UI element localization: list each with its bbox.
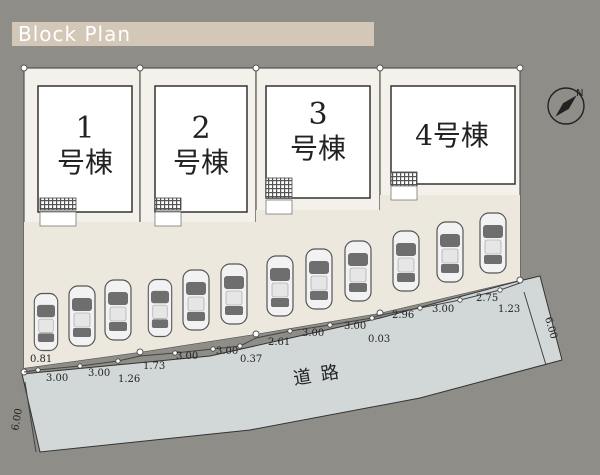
car-lot1-b — [68, 285, 96, 347]
lot-2-number: 2 — [191, 111, 210, 146]
dim-lot4-seg2: 2.75 — [476, 293, 498, 304]
dim-lot3-seg2: 3.00 — [344, 321, 366, 332]
compass-label: N — [576, 88, 583, 99]
lot-1-number: 1 — [75, 111, 94, 146]
car-lot1-c — [104, 279, 132, 341]
car-lot3-c — [344, 240, 372, 302]
dim-lot1-seg3: 1.26 — [118, 374, 140, 385]
frontage-dimension-line — [23, 282, 521, 373]
porch-step-2 — [154, 211, 182, 227]
compass-icon: N — [547, 87, 585, 125]
road-width-left: 6.00 — [10, 408, 25, 432]
lot-2-label: 号棟 — [173, 146, 229, 179]
dim-lot3-seg0: 2.61 — [268, 337, 290, 348]
title-bar — [12, 22, 374, 46]
dim-lot1-seg2: 3.00 — [88, 368, 110, 379]
frontage-ticks — [35, 287, 503, 373]
porch-grate-1 — [39, 197, 77, 211]
car-lot1-a — [33, 292, 59, 352]
road — [21, 275, 563, 453]
car-lot3-a — [266, 255, 294, 317]
page-title: Block Plan — [18, 22, 131, 46]
car-lot2-a — [147, 278, 173, 338]
porch-step-4 — [390, 185, 418, 201]
porch-grate-2 — [154, 197, 182, 211]
dim-lot4-seg1: 3.00 — [432, 304, 454, 315]
car-lot3-b — [305, 248, 333, 310]
lot-4-number-label: 4号棟 — [415, 119, 489, 152]
dim-lot1-side: 0.81 — [30, 354, 52, 365]
car-lot2-b — [182, 269, 210, 331]
road-width-right-line — [523, 291, 547, 366]
lot-4-number: 4 — [415, 119, 433, 152]
road-width-left-line — [24, 381, 37, 453]
porch-grate-3 — [265, 177, 293, 199]
dim-lot3-seg3: 0.03 — [368, 334, 390, 345]
lot-4-label: 号棟 — [433, 119, 489, 152]
house-2 — [154, 85, 248, 213]
car-lot4-b — [436, 221, 464, 283]
porch-step-3 — [265, 199, 293, 215]
car-lot2-c — [220, 263, 248, 325]
house-1 — [37, 85, 133, 213]
dim-lot4-seg0: 2.96 — [392, 310, 414, 321]
dim-lot2-seg3: 0.37 — [240, 354, 262, 365]
dim-lot4-seg3: 1.23 — [498, 304, 520, 315]
dim-lot1-seg1: 3.00 — [46, 373, 68, 384]
lot-corner-markers — [20, 64, 524, 376]
car-lot4-c — [479, 212, 507, 274]
lot-3-number: 3 — [308, 97, 327, 132]
lot-3-label: 号棟 — [290, 132, 346, 165]
dim-lot2-seg2: 3.00 — [216, 346, 238, 357]
house-4 — [390, 85, 516, 185]
lot-1-label: 号棟 — [57, 146, 113, 179]
porch-step-1 — [39, 211, 77, 227]
dim-lot2-seg1: 3.00 — [176, 351, 198, 362]
dim-lot3-seg1: 3.00 — [302, 328, 324, 339]
dim-lot2-seg0: 1.73 — [143, 361, 165, 372]
porch-grate-4 — [390, 171, 418, 187]
car-lot4-a — [392, 230, 420, 292]
